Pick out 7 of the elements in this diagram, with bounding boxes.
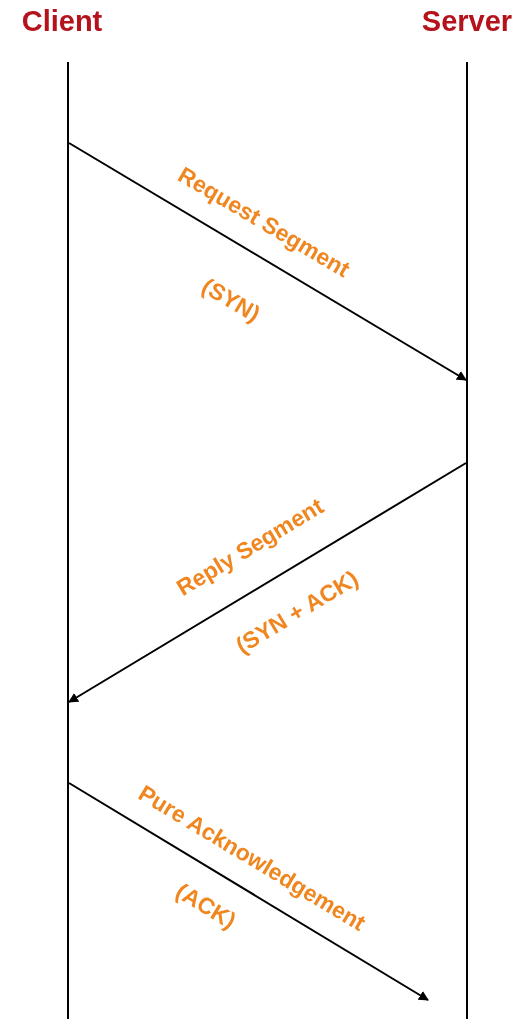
arrow: [68, 142, 467, 381]
participant-label: Server: [421, 0, 513, 44]
lifeline: [67, 62, 69, 1019]
arrow: [68, 462, 467, 703]
lifeline: [466, 62, 468, 1019]
arrow: [68, 782, 429, 1001]
participant-label: Client: [21, 0, 103, 44]
